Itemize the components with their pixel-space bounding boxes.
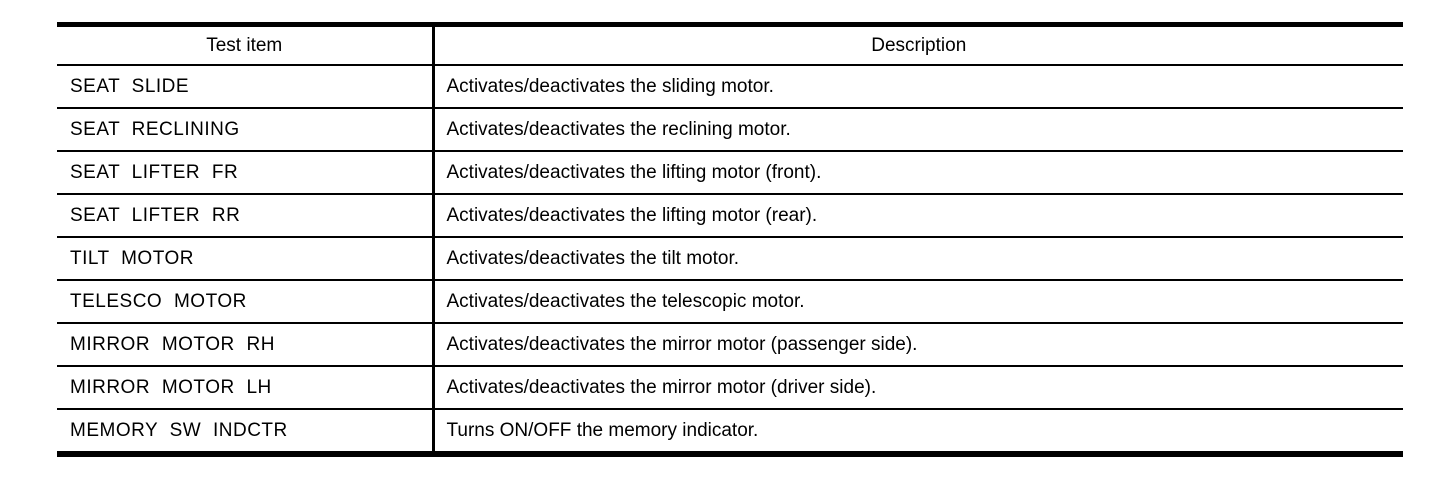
- table-row: MEMORY SW INDCTR Turns ON/OFF the memory…: [57, 408, 1403, 455]
- test-item-cell: MIRROR MOTOR LH: [57, 365, 435, 410]
- description-cell: Activates/deactivates the lifting motor …: [433, 193, 1403, 238]
- description-cell: Activates/deactivates the tilt motor.: [433, 236, 1403, 281]
- description-cell: Activates/deactivates the mirror motor (…: [433, 365, 1403, 410]
- description-cell: Activates/deactivates the reclining moto…: [433, 107, 1403, 152]
- table-row: SEAT LIFTER FR Activates/deactivates the…: [57, 150, 1403, 195]
- table-row: TILT MOTOR Activates/deactivates the til…: [57, 236, 1403, 281]
- table-row: MIRROR MOTOR LH Activates/deactivates th…: [57, 365, 1403, 410]
- description-cell: Turns ON/OFF the memory indicator.: [433, 408, 1403, 455]
- table-body: SEAT SLIDE Activates/deactivates the sli…: [57, 64, 1403, 455]
- table-row: SEAT SLIDE Activates/deactivates the sli…: [57, 64, 1403, 109]
- table-row: SEAT RECLINING Activates/deactivates the…: [57, 107, 1403, 152]
- active-test-table: Test item Description SEAT SLIDE Activat…: [57, 22, 1403, 457]
- test-item-cell: MIRROR MOTOR RH: [57, 322, 435, 367]
- test-item-cell: TILT MOTOR: [57, 236, 435, 281]
- table-row: MIRROR MOTOR RH Activates/deactivates th…: [57, 322, 1403, 367]
- description-cell: Activates/deactivates the sliding motor.: [433, 64, 1403, 109]
- test-item-cell: MEMORY SW INDCTR: [57, 408, 435, 455]
- table-row: TELESCO MOTOR Activates/deactivates the …: [57, 279, 1403, 324]
- description-cell: Activates/deactivates the telescopic mot…: [433, 279, 1403, 324]
- header-description: Description: [433, 23, 1403, 66]
- test-item-cell: SEAT RECLINING: [57, 107, 435, 152]
- test-item-cell: TELESCO MOTOR: [57, 279, 435, 324]
- description-cell: Activates/deactivates the mirror motor (…: [433, 322, 1403, 367]
- table-header: Test item Description: [57, 23, 1403, 66]
- header-test-item: Test item: [57, 23, 435, 66]
- header-row: Test item Description: [57, 23, 1403, 66]
- test-item-cell: SEAT SLIDE: [57, 64, 435, 109]
- test-item-cell: SEAT LIFTER RR: [57, 193, 435, 238]
- description-cell: Activates/deactivates the lifting motor …: [433, 150, 1403, 195]
- table-row: SEAT LIFTER RR Activates/deactivates the…: [57, 193, 1403, 238]
- test-item-cell: SEAT LIFTER FR: [57, 150, 435, 195]
